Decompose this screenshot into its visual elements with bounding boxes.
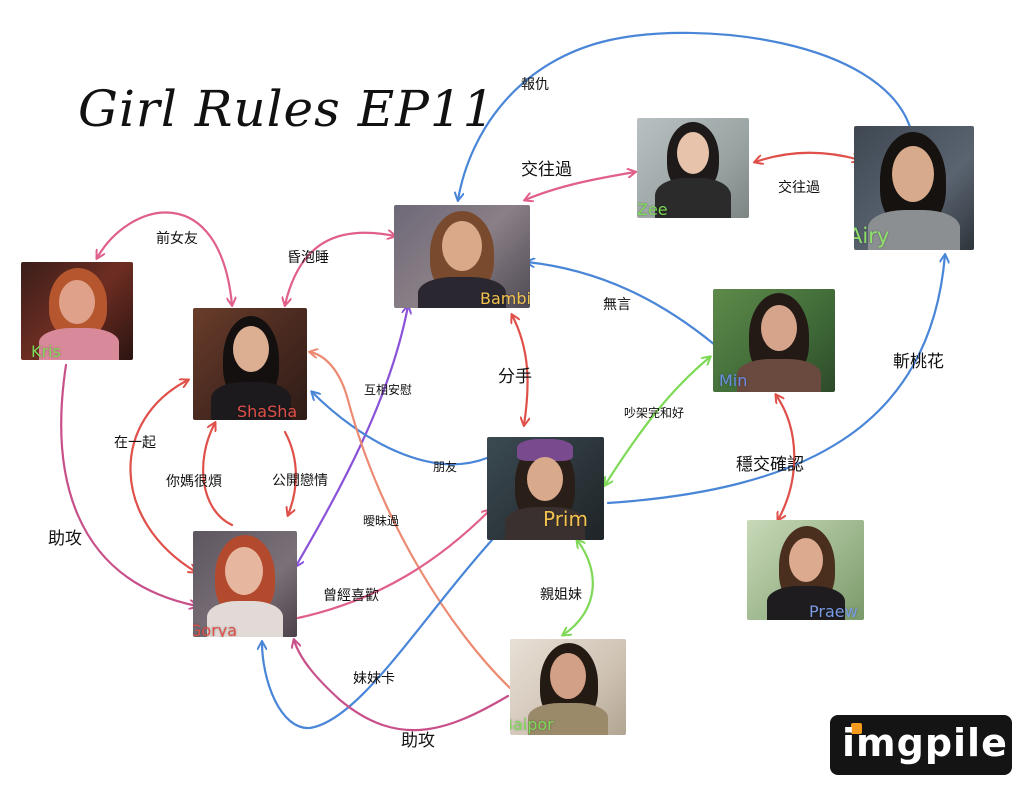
edge-revenge xyxy=(458,31,912,200)
photo-min: Min xyxy=(713,289,835,392)
edge-breakup xyxy=(512,315,528,425)
edge-together xyxy=(129,380,196,572)
name-baipor: Baipor xyxy=(510,715,554,734)
logo-dot-icon xyxy=(851,723,862,734)
edge-friends xyxy=(312,392,489,466)
photo-bambi: Bambi xyxy=(394,205,530,308)
label-wingman-bottom: 助攻 xyxy=(401,731,435,751)
name-airy: Airy xyxy=(854,224,890,248)
label-ex-girlfriend: 前女友 xyxy=(156,231,198,247)
label-dated-zee-airy: 交往過 xyxy=(778,180,820,196)
label-drunk-sleep: 昏泡睡 xyxy=(287,250,329,266)
photo-praew: Praew xyxy=(747,520,864,620)
label-wingman-left: 助攻 xyxy=(48,529,82,549)
name-min: Min xyxy=(719,371,748,390)
label-dated-bambi-zee: 交往過 xyxy=(521,160,572,180)
name-praew: Praew xyxy=(809,602,858,620)
label-mom-annoying: 你媽很煩 xyxy=(166,474,222,490)
label-friends: 朋友 xyxy=(433,460,458,474)
edge-once-liked xyxy=(296,510,490,620)
label-cut-flowers: 斬桃花 xyxy=(893,352,944,372)
photo-airy: Airy xyxy=(854,126,974,250)
label-revenge: 報仇 xyxy=(521,77,549,93)
label-sister-card: 妹妹卡 xyxy=(353,671,395,687)
photo-zee: Zee xyxy=(637,118,749,218)
photo-gorya: Gorya xyxy=(193,531,297,637)
name-zee: Zee xyxy=(637,200,668,218)
label-comfort: 互相安慰 xyxy=(364,383,413,397)
label-quarrel-makeup: 吵架完和好 xyxy=(624,406,685,420)
edge-wingman-left xyxy=(60,363,197,606)
label-breakup: 分手 xyxy=(498,367,532,387)
name-bambi: Bambi xyxy=(480,289,530,308)
edge-drunk-sleep xyxy=(285,233,395,305)
label-ambiguous: 曖昧過 xyxy=(363,514,400,528)
label-silent: 無言 xyxy=(603,297,631,313)
edge-cut-flowers xyxy=(606,255,945,505)
edge-quarrel-makeup xyxy=(605,357,710,485)
edge-dated-bambi-zee xyxy=(525,172,635,200)
imgpile-logo: imgpile xyxy=(830,715,1012,775)
label-together: 在一起 xyxy=(114,435,156,451)
edge-public-love xyxy=(283,430,297,515)
name-prim: Prim xyxy=(543,507,588,531)
edge-ex-girlfriend xyxy=(97,211,232,305)
name-shasha: ShaSha xyxy=(237,402,298,420)
edge-steady-confirm xyxy=(776,395,796,520)
diagram-title: Girl Rules EP11 xyxy=(78,80,496,138)
edge-sister-card xyxy=(262,538,494,730)
photo-shasha: ShaSha xyxy=(193,308,307,420)
edge-sisters xyxy=(563,540,594,635)
photo-kris: Kris xyxy=(21,262,133,360)
edge-mom-annoying xyxy=(202,423,234,527)
edge-silent xyxy=(527,262,717,347)
edge-dated-zee-airy xyxy=(755,151,860,162)
edge-wingman-bottom xyxy=(294,640,510,732)
label-steady-confirm: 穩交確認 xyxy=(736,455,804,475)
logo-text: imgpile xyxy=(842,721,1008,765)
label-public-love: 公開戀情 xyxy=(272,473,328,489)
photo-baipor: Baipor xyxy=(510,639,626,735)
name-kris: Kris xyxy=(31,342,61,360)
name-gorya: Gorya xyxy=(193,621,238,637)
label-sisters: 親姐妹 xyxy=(540,587,582,603)
label-once-liked: 曾經喜歡 xyxy=(323,588,379,604)
photo-prim: Prim xyxy=(487,437,604,540)
edge-ambiguous xyxy=(310,352,512,690)
